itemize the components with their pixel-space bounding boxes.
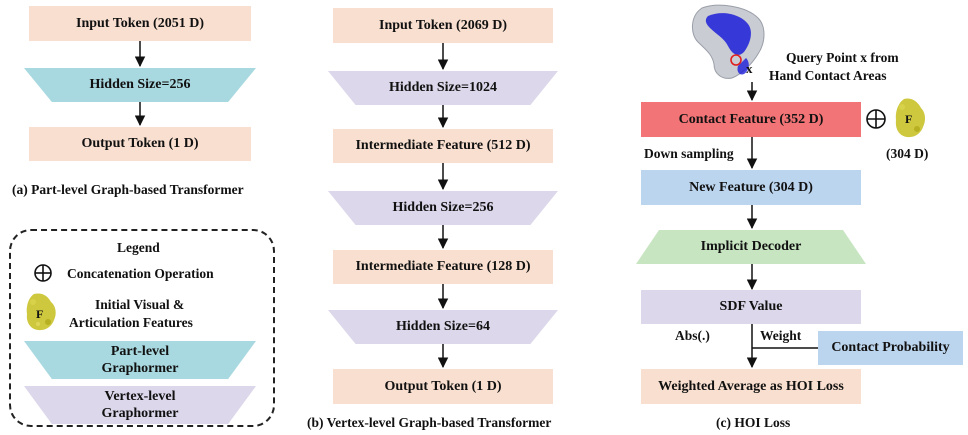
feature-blob-icon: F: [24, 292, 58, 332]
part-hidden-size: Hidden Size=256: [24, 68, 256, 102]
vertex-intermediate-128: Intermediate Feature (128 D): [333, 250, 553, 284]
legend-features-line2: Articulation Features: [69, 315, 193, 330]
vertex-output-token: Output Token (1 D): [333, 369, 553, 404]
vertex-hidden-1024: Hidden Size=1024: [328, 71, 558, 105]
weighted-average-box: Weighted Average as HOI Loss: [641, 369, 861, 404]
concat-symbol-icon: [34, 264, 52, 282]
caption-panel-a: (a) Part-level Graph-based Transformer: [12, 182, 244, 197]
weight-label: Weight: [760, 328, 802, 343]
implicit-decoder-shape: Implicit Decoder: [636, 230, 866, 264]
legend-part-line2: Graphormer: [101, 361, 179, 376]
legend-vertex-line2: Graphormer: [101, 406, 179, 421]
feature-blob-letter-panel-c: F: [905, 112, 913, 126]
vertex-hidden-64: Hidden Size=64: [328, 310, 558, 344]
vertex-input-token: Input Token (2069 D): [333, 8, 553, 43]
feature-dim-label: (304 D): [886, 146, 929, 161]
caption-panel-b: (b) Vertex-level Graph-based Transformer: [307, 415, 552, 430]
legend-part-line1: Part-level: [110, 344, 170, 359]
sdf-value-box: SDF Value: [641, 290, 861, 324]
hand-contact-image: [688, 2, 774, 80]
query-point-line1: Query Point x from: [786, 50, 899, 65]
legend-title: Legend: [117, 240, 160, 255]
legend-part-level-shape: Part-level Graphormer: [24, 341, 256, 379]
query-point-line2: Hand Contact Areas: [769, 68, 887, 83]
legend-box: [9, 229, 275, 427]
legend-features-line1: Initial Visual &: [95, 297, 185, 312]
vertex-hidden-256: Hidden Size=256: [328, 191, 558, 225]
concat-operator-icon: [866, 109, 886, 129]
query-x-label: x: [746, 61, 753, 76]
feature-blob-icon-panel-c: F: [893, 97, 927, 139]
down-sampling-label: Down sampling: [644, 146, 734, 161]
abs-label: Abs(.): [675, 328, 710, 343]
legend-vertex-line1: Vertex-level: [104, 389, 176, 404]
contact-probability-box: Contact Probability: [818, 331, 963, 365]
caption-panel-c: (c) HOI Loss: [716, 415, 791, 430]
new-feature-box: New Feature (304 D): [641, 170, 861, 205]
contact-feature-box: Contact Feature (352 D): [641, 102, 861, 137]
vertex-intermediate-512: Intermediate Feature (512 D): [333, 129, 553, 163]
part-input-token: Input Token (2051 D): [29, 6, 251, 41]
part-output-token: Output Token (1 D): [29, 127, 251, 161]
legend-vertex-level-shape: Vertex-level Graphormer: [24, 386, 256, 424]
legend-concat-label: Concatenation Operation: [67, 266, 214, 281]
feature-blob-letter: F: [36, 307, 44, 321]
